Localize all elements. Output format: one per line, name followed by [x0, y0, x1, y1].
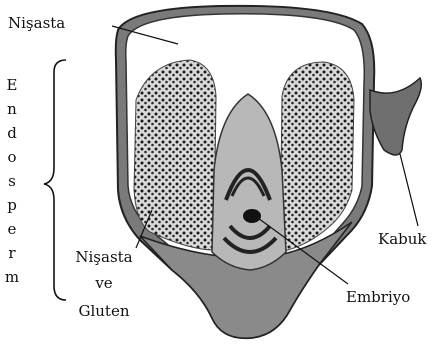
endosperm-brace — [44, 60, 66, 300]
svg-text:Nişasta: Nişasta — [75, 248, 132, 266]
svg-text:o: o — [7, 148, 16, 166]
husk-flap — [370, 78, 421, 155]
label-nisasta-ve-gluten: Nişasta ve Gluten — [75, 248, 132, 320]
svg-text:s: s — [8, 172, 16, 190]
svg-text:e: e — [8, 220, 17, 238]
svg-text:ve: ve — [94, 274, 112, 292]
endosperm-left — [134, 60, 216, 250]
svg-text:Gluten: Gluten — [78, 302, 129, 320]
svg-text:n: n — [7, 100, 17, 118]
label-kabuk: Kabuk — [378, 230, 427, 248]
svg-text:d: d — [7, 124, 17, 142]
label-endosperm: E n d o s p e r m — [5, 76, 19, 286]
svg-text:m: m — [5, 268, 19, 286]
svg-text:E: E — [7, 76, 18, 94]
label-nisasta: Nişasta — [8, 14, 65, 32]
leader-kabuk — [400, 154, 418, 226]
svg-text:r: r — [8, 244, 16, 262]
svg-text:p: p — [7, 196, 17, 214]
embryo-core — [243, 209, 261, 223]
label-embriyo: Embriyo — [346, 288, 410, 306]
